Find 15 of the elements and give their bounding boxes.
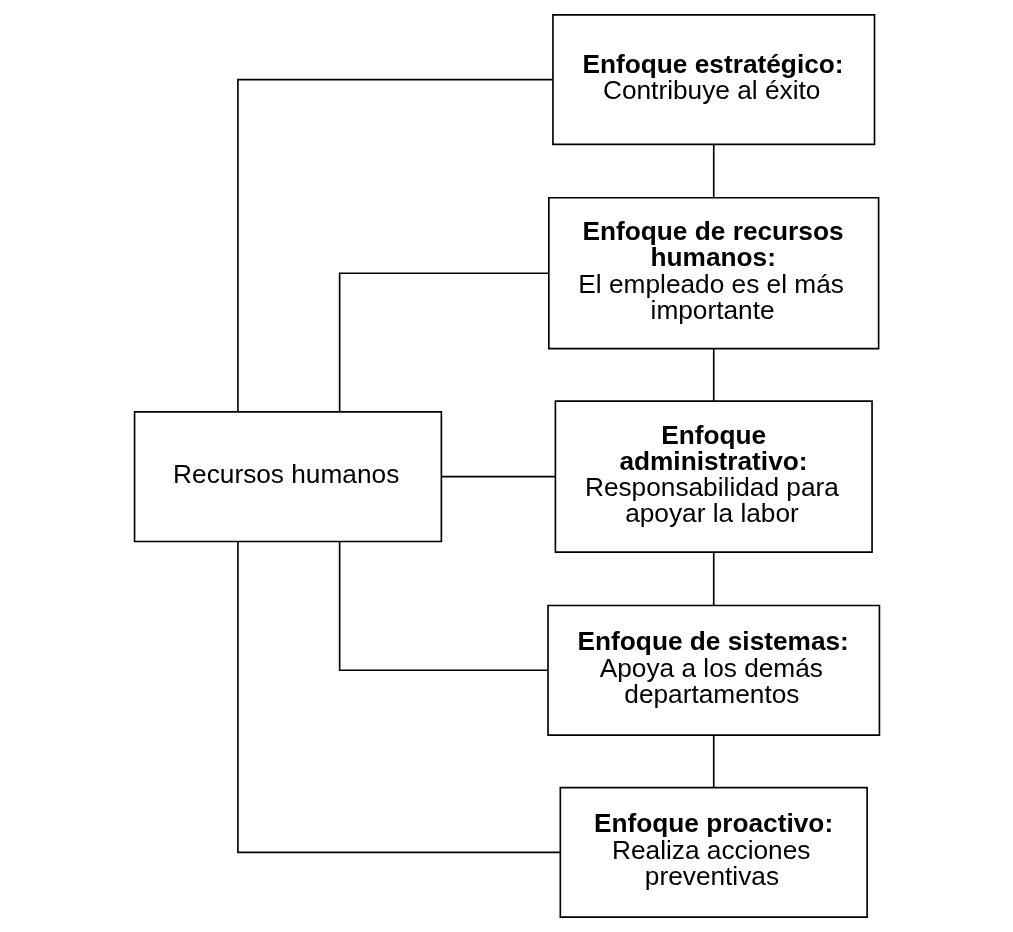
connector: [712, 551, 715, 606]
connector: [712, 143, 715, 199]
connector: [338, 540, 548, 672]
connector: [236, 78, 553, 413]
node-box: Enfoque administrativo: Responsabilidad para apoyar la labor: [554, 400, 873, 553]
connector: [236, 540, 561, 854]
connector: [712, 348, 715, 402]
node-box: Enfoque de sistemas: Apoya a los demás departamentos: [546, 604, 880, 736]
connector: [440, 475, 556, 478]
node-box: Recursos humanos: [133, 411, 442, 543]
connector: [712, 734, 715, 788]
node-box: Enfoque proactivo: Realiza acciones preventivas: [559, 786, 868, 918]
node-box: Enfoque estratégico: Contribuye al éxito: [551, 14, 875, 146]
node-box: Enfoque de recursos humanos: El empleado es el más importante: [547, 196, 879, 350]
connector: [338, 272, 549, 413]
